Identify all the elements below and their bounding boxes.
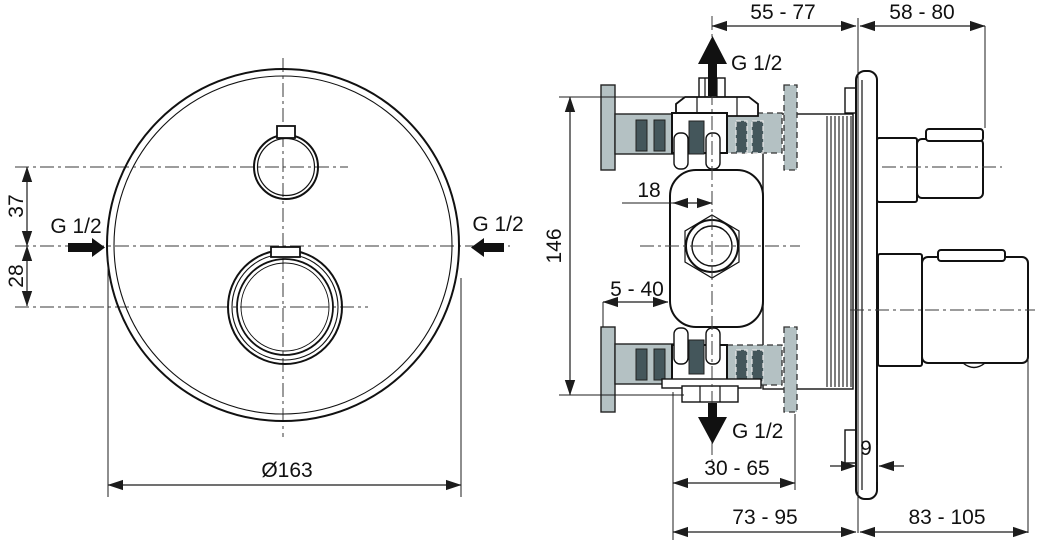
rail-clamp-top	[671, 112, 728, 170]
dim-handle-projection: 58 - 80	[859, 1, 986, 128]
dim-73-95-label: 73 - 95	[732, 506, 797, 529]
dim-28-label: 28	[5, 264, 28, 287]
rail-clamp-bottom	[671, 327, 728, 386]
lower-handle-side	[877, 249, 1029, 369]
dim-body-height: 146	[543, 96, 684, 396]
faceplate-outer-circle	[106, 68, 460, 422]
dim-diameter-label: Ø163	[261, 459, 312, 482]
inlet-left-label: G 1/2	[50, 215, 101, 238]
wall-plate	[855, 70, 878, 500]
sleeve-threads	[826, 116, 852, 387]
dim-center-offset: 18	[622, 179, 713, 209]
dim-plate-thickness: 9	[830, 437, 904, 482]
dim-30-65-label: 30 - 65	[704, 457, 769, 480]
dim-18-label: 18	[637, 179, 660, 202]
inlet-right-label: G 1/2	[472, 213, 523, 236]
diverter-knob-notch	[276, 125, 296, 139]
inlet-left: G 1/2	[50, 215, 105, 257]
sleeve-flange-bottom	[844, 429, 857, 464]
dim-55-77-label: 55 - 77	[750, 1, 815, 24]
inlet-left-flow-arrow	[68, 238, 105, 257]
upper-handle-side	[876, 128, 984, 203]
dim-58-80-label: 58 - 80	[889, 1, 954, 24]
threaded-sleeve	[762, 113, 854, 390]
outlet-top-label: G 1/2	[731, 52, 782, 75]
dim-knob-spacing: 37 28	[5, 166, 33, 307]
dim-recess-range: 30 - 65	[672, 392, 796, 540]
outlet-top: G 1/2	[698, 36, 782, 96]
outlet-bottom-label: G 1/2	[732, 420, 783, 443]
outlet-bottom: G 1/2	[698, 403, 783, 444]
rail-slots	[635, 119, 666, 381]
inlet-right-flow-arrow	[471, 238, 504, 257]
lower-handle-bump	[961, 362, 987, 369]
dim-trim-projection: 83 - 105	[859, 340, 1029, 538]
dim-faceplate-diameter: Ø163	[107, 258, 462, 497]
dim-total-recess: 73 - 95	[672, 506, 857, 538]
thermostat-knob	[227, 246, 343, 365]
dim-146-label: 146	[543, 228, 566, 263]
dim-9-label: 9	[860, 437, 872, 460]
front-view: 37 28 G 1/2 G 1/2 Ø163	[5, 58, 524, 497]
side-view: G 1/2 G 1/2 55 - 77 58 - 80 146 18	[543, 1, 1035, 540]
dim-min-recess: 5 - 40	[602, 278, 669, 327]
dim-83-105-label: 83 - 105	[908, 506, 985, 529]
dim-5-40-label: 5 - 40	[610, 278, 664, 301]
valve-body	[669, 169, 764, 328]
inlet-right: G 1/2	[471, 213, 524, 257]
dim-valve-depth: 55 - 77	[711, 1, 859, 533]
sleeve-flange-top	[844, 87, 857, 114]
dim-37-label: 37	[5, 194, 28, 217]
faceplate-inner-circle	[113, 75, 453, 415]
thermostat-knob-notch	[270, 246, 301, 258]
diverter-knob	[253, 125, 319, 200]
